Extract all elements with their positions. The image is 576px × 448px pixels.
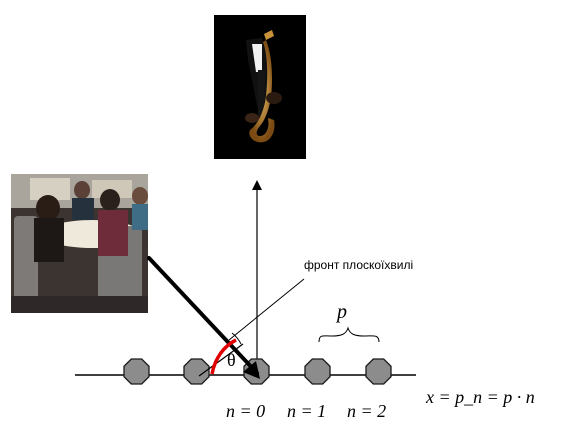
- lattice-site: [183, 358, 210, 385]
- incident-direction-line: [198, 343, 244, 377]
- incident-ray-arrowhead: [243, 361, 260, 379]
- site-label-n1: n = 1: [287, 401, 326, 421]
- incident-ray: [147, 256, 259, 375]
- angle-arc: [210, 338, 237, 375]
- lattice-site: [304, 358, 331, 385]
- saxophone-player-photo: [214, 15, 306, 159]
- theta-label: θ: [227, 350, 236, 370]
- restaurant-diners-photo: [11, 174, 148, 313]
- site-label-n2: n = 2: [347, 401, 386, 421]
- position-formula: x = p_n = p · n: [425, 387, 535, 407]
- site-label-n0: n = 0: [226, 401, 265, 421]
- wave-front-label: фронт плоскоїхвилі: [304, 258, 413, 272]
- wave-front-line: [228, 278, 305, 341]
- period-brace: [318, 326, 380, 343]
- lattice-site: [123, 358, 150, 385]
- lattice-site: [365, 358, 392, 385]
- period-label: p: [335, 301, 347, 323]
- small-angle-arc: [231, 332, 242, 345]
